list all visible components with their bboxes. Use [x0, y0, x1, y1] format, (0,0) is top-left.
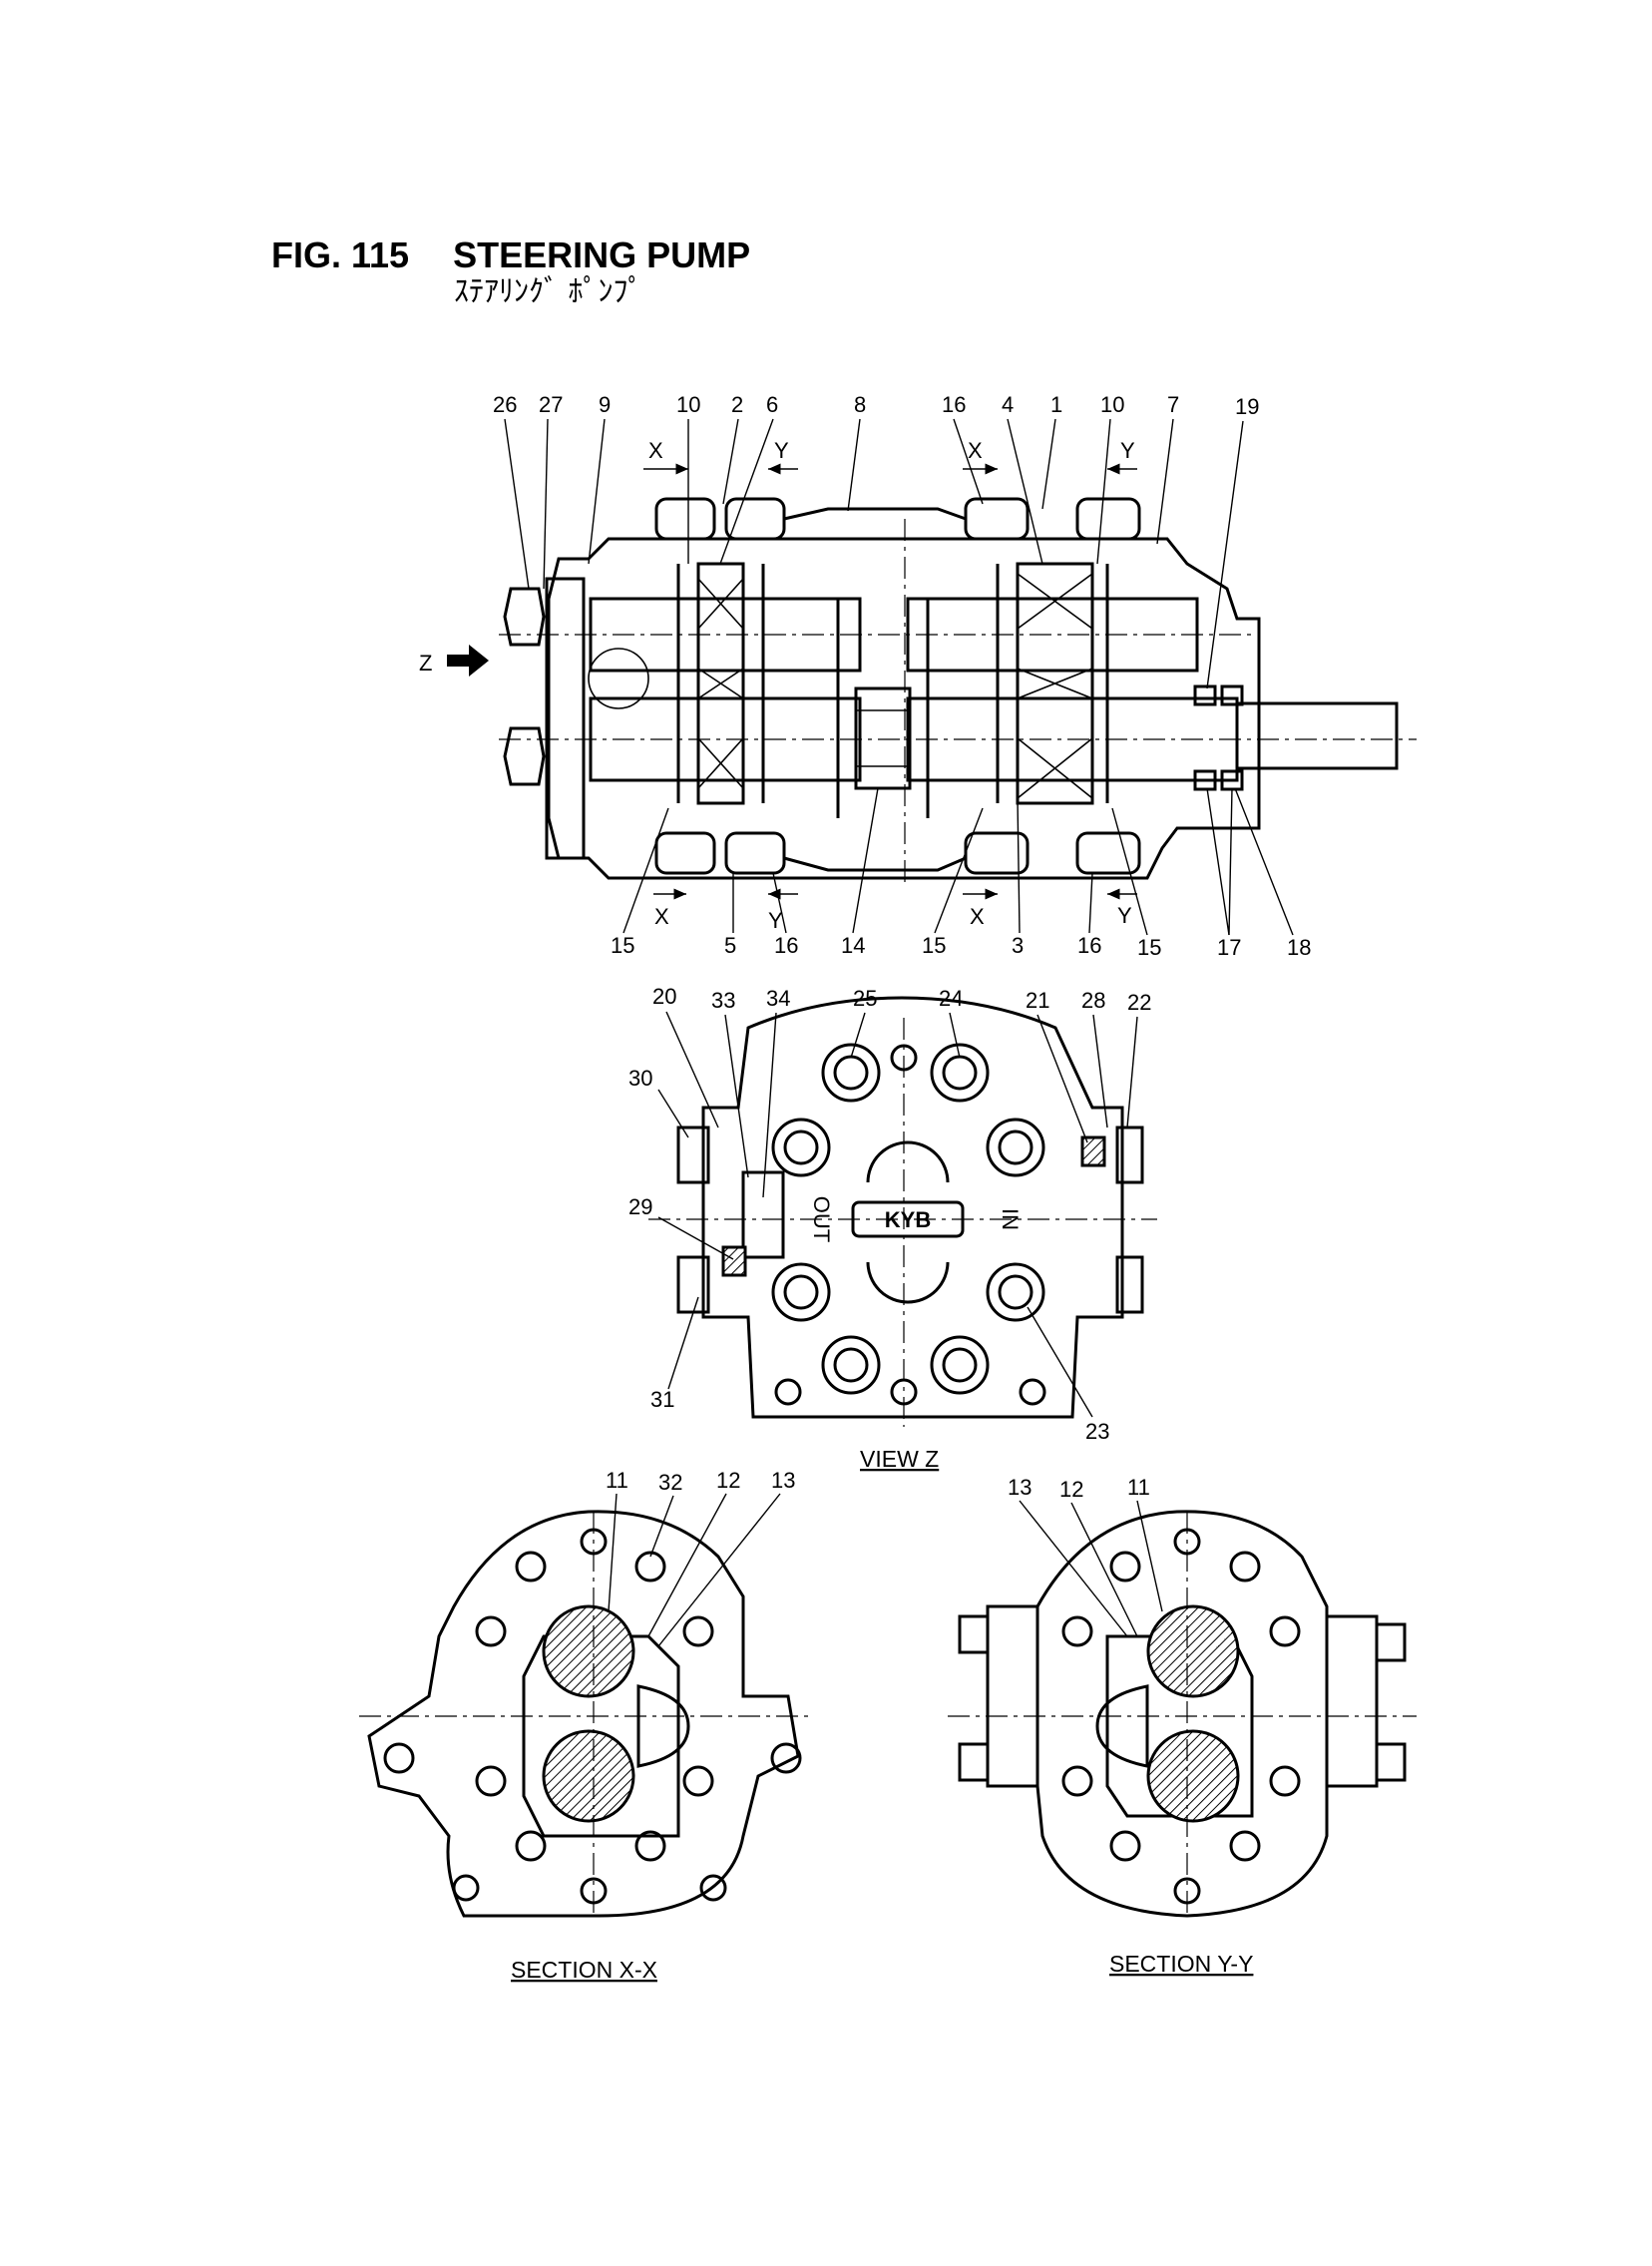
callout-16: 16 [942, 392, 966, 417]
side-section-view: Z X Y X Y X Y X Y 26 27 9 10 2 6 8 16 4 … [419, 392, 1417, 960]
figure-subtitle: ｽﾃｱﾘﾝｸﾞ ﾎﾟﾝﾌﾟ [454, 274, 643, 309]
callout-12: 12 [716, 1468, 740, 1493]
view-z-caption: VIEW Z [860, 1446, 939, 1472]
section-yy-caption: SECTION Y-Y [1109, 1951, 1253, 1977]
figure-header: FIG. 115 STEERING PUMP ｽﾃｱﾘﾝｸﾞ ﾎﾟﾝﾌﾟ [271, 235, 750, 309]
callout-25: 25 [853, 986, 877, 1011]
callout-4: 4 [1002, 392, 1014, 417]
side-callouts-top: 26 27 9 10 2 6 8 16 4 1 10 7 19 [493, 392, 1259, 689]
callout-32: 32 [658, 1470, 682, 1495]
callout-10: 10 [676, 392, 700, 417]
x-marker: X [968, 438, 983, 463]
figure-title: STEERING PUMP [453, 234, 751, 275]
callout-34: 34 [766, 986, 790, 1011]
z-arrow-icon [447, 645, 489, 677]
figure-number: FIG. 115 [271, 234, 410, 275]
callout-33: 33 [711, 988, 735, 1013]
y-marker: Y [1120, 438, 1135, 463]
callout-1: 1 [1050, 392, 1062, 417]
callout-15: 15 [611, 933, 634, 958]
callout-27: 27 [539, 392, 563, 417]
callout-26: 26 [493, 392, 517, 417]
callout-15b: 15 [922, 933, 946, 958]
figure-title-row: FIG. 115 STEERING PUMP [271, 235, 750, 275]
x-marker: X [648, 438, 663, 463]
z-marker: Z [419, 651, 432, 676]
view-z: OUT KYB IN 20 33 34 25 24 21 28 22 30 29… [628, 984, 1157, 1472]
callout-23: 23 [1085, 1419, 1109, 1444]
callout-6: 6 [766, 392, 778, 417]
view-z-bolts [771, 1043, 1046, 1406]
callout-5: 5 [724, 933, 736, 958]
outlet-port [741, 1170, 785, 1259]
callout-28: 28 [1081, 988, 1105, 1013]
callout-12: 12 [1059, 1477, 1083, 1502]
callout-19: 19 [1235, 394, 1259, 419]
callout-16b: 16 [1077, 933, 1101, 958]
callout-14: 14 [841, 933, 865, 958]
callout-29: 29 [628, 1194, 652, 1219]
x-marker: X [970, 904, 985, 929]
callout-13: 13 [771, 1468, 795, 1493]
callout-21: 21 [1026, 988, 1049, 1013]
callout-24: 24 [939, 986, 963, 1011]
y-marker: Y [768, 908, 783, 933]
callout-30: 30 [628, 1066, 652, 1091]
yy-bolt-holes [1061, 1551, 1301, 1862]
callout-11: 11 [606, 1468, 628, 1493]
callout-16: 16 [774, 933, 798, 958]
callout-10b: 10 [1100, 392, 1124, 417]
section-xx: 11 32 12 13 SECTION X-X [359, 1468, 808, 1983]
callout-31: 31 [650, 1387, 674, 1412]
callout-15c: 15 [1137, 935, 1161, 960]
callout-7: 7 [1167, 392, 1179, 417]
callout-17: 17 [1217, 935, 1241, 960]
y-marker: Y [774, 438, 789, 463]
callout-22: 22 [1127, 990, 1151, 1015]
section-xx-caption: SECTION X-X [511, 1957, 657, 1983]
section-yy: 13 12 11 SECTION Y-Y [948, 1475, 1417, 1977]
callout-11: 11 [1127, 1475, 1150, 1500]
x-marker: X [654, 904, 669, 929]
callout-20: 20 [652, 984, 676, 1009]
side-callouts-bottom: 15 5 16 14 15 3 16 15 17 18 [611, 787, 1311, 960]
xx-callouts: 11 32 12 13 [606, 1468, 795, 1647]
gear-block-rear [1016, 562, 1094, 805]
callout-3: 3 [1012, 933, 1024, 958]
callout-8: 8 [854, 392, 866, 417]
xx-bolt-holes [383, 1551, 802, 1902]
callout-18: 18 [1287, 935, 1311, 960]
callout-2: 2 [731, 392, 743, 417]
callout-13: 13 [1008, 1475, 1032, 1500]
view-z-callouts: 20 33 34 25 24 21 28 22 30 29 31 23 [628, 984, 1151, 1444]
callout-9: 9 [599, 392, 611, 417]
y-marker: Y [1117, 903, 1132, 928]
yy-callouts: 13 12 11 [1008, 1475, 1163, 1637]
